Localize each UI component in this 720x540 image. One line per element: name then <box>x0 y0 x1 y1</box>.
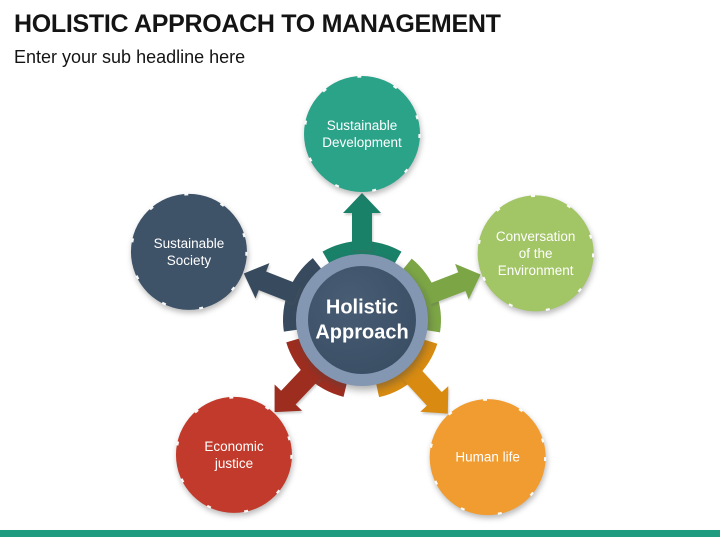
slide-title[interactable]: HOLISTIC APPROACH TO MANAGEMENT <box>14 10 501 38</box>
node-label-line: Society <box>167 253 212 268</box>
hub-inner-disc <box>308 266 416 374</box>
slide-subtitle[interactable]: Enter your sub headline here <box>14 47 246 67</box>
node-sketch-edge-sustainable-society <box>130 193 248 311</box>
node-disc-human-life <box>429 399 546 516</box>
node-label-economic-justice: Economic justice <box>204 439 264 471</box>
hub-label-line: Holistic <box>326 297 398 319</box>
node-label-line: Economic <box>204 439 264 454</box>
node-disc-sustainable-society <box>130 193 247 310</box>
node-disc-sustainable-development <box>304 76 420 192</box>
arrow-sustainable-development <box>343 193 381 250</box>
node-sketch-edge-sustainable-development <box>303 75 421 193</box>
node-sketch-edge-human-life <box>429 398 547 516</box>
node-label-line: of the <box>519 246 553 261</box>
arrow-economic-justice <box>274 363 322 413</box>
arrow-conversation-of-the-environment <box>423 263 481 305</box>
node-disc-conversation-of-the-environment <box>477 195 594 312</box>
node-circle-economic-justice[interactable]: Economic justice <box>175 396 293 514</box>
node-label-line: Conversation <box>496 229 576 244</box>
node-circle-human-life[interactable]: Human life <box>429 398 547 516</box>
node-sketch-edge-conversation-of-the-environment <box>477 194 595 312</box>
node-label-line: justice <box>214 456 253 471</box>
node-label-human-life: Human life <box>455 450 520 465</box>
radial-arrows <box>243 193 481 414</box>
node-label-line: Human life <box>455 450 520 465</box>
arrow-sustainable-society <box>243 263 301 304</box>
node-label-line: Environment <box>498 263 574 278</box>
hub-label-line: Approach <box>315 322 408 344</box>
node-disc-economic-justice <box>175 396 292 513</box>
bottom-accent-bar <box>0 530 720 537</box>
arrow-human-life <box>401 364 449 414</box>
node-label-line: Sustainable <box>327 118 398 133</box>
node-label-line: Sustainable <box>154 236 225 251</box>
node-label-line: Development <box>322 135 402 150</box>
